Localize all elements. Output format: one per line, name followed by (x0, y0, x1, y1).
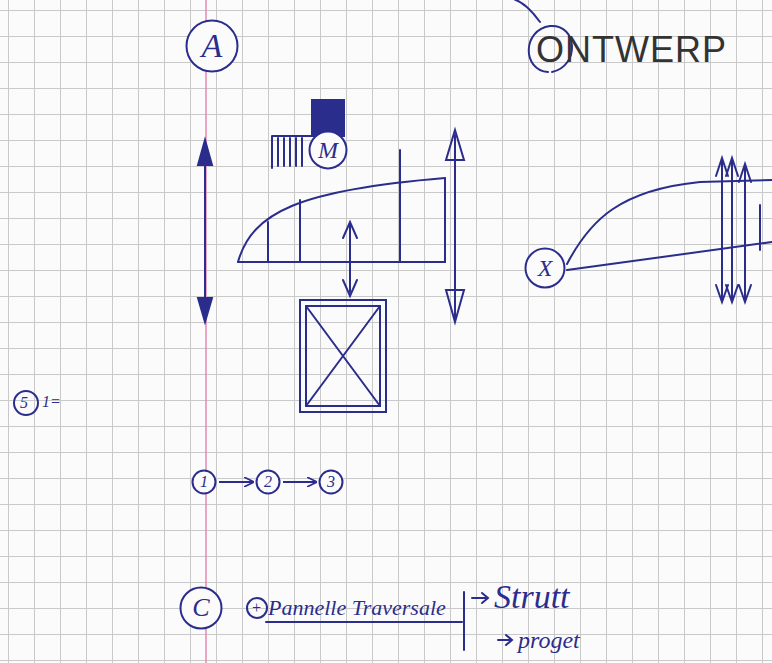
circled-letter: 1 (191, 469, 217, 495)
handwritten-note: Strutt (494, 580, 570, 614)
handwritten-note: proget (518, 628, 580, 652)
circled-letter: 2 (255, 469, 281, 495)
sequence-arrow (283, 481, 316, 483)
circled-letter: M (308, 130, 348, 170)
circle-text: C (192, 595, 209, 621)
handwritten-note: Pannelle Traversale (268, 597, 446, 619)
circled-letter: 3 (318, 469, 344, 495)
circle-text: A (202, 29, 223, 63)
margin-line (205, 0, 207, 663)
circle-text: 2 (264, 474, 272, 490)
circle-text: M (318, 138, 338, 162)
handwritten-note: 1= (42, 394, 61, 410)
circle-text: 1 (200, 474, 208, 490)
circle-text: X (538, 256, 553, 280)
circled-letter: C (179, 586, 223, 630)
circled-letter: A (185, 19, 239, 73)
circled-letter: X (524, 247, 566, 289)
handwritten-note: + (251, 600, 262, 616)
circle-text: 3 (327, 474, 335, 490)
sequence-arrow (219, 481, 253, 483)
handwritten-note: 5 (20, 395, 28, 411)
page-title: ONTWERP (536, 32, 727, 68)
title-circle-tail (510, 0, 540, 22)
